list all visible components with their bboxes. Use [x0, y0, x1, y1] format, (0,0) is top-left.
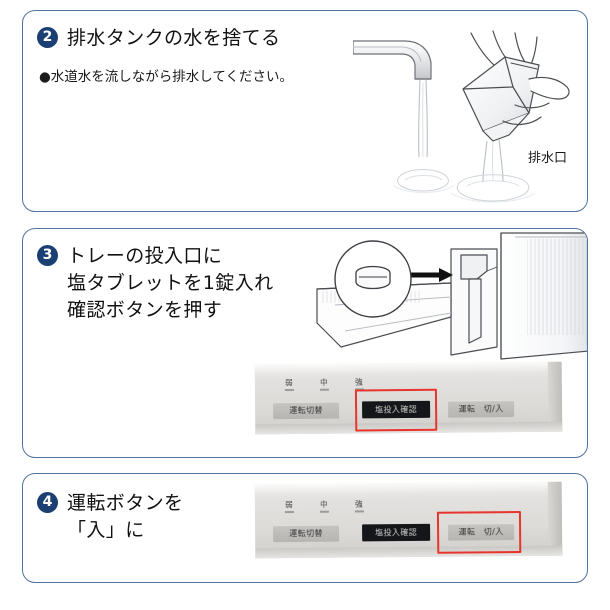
step-3-control-panel-photo: 弱 中 強 運転切替 塩投入確認 運転 切/入 — [254, 361, 563, 435]
faucet-icon — [353, 40, 432, 80]
mode-indicator-strong: 強 — [351, 499, 367, 513]
photo-top-edge — [254, 361, 562, 374]
water-pour-from-tank — [482, 138, 504, 182]
water-splash-left — [392, 169, 455, 193]
step-panel-2: 2 排水タンクの水を捨てる ●水道水を流しながら排水してください。 — [22, 10, 588, 212]
mode-indicator-medium: 中 — [316, 500, 332, 513]
photo-top-edge — [254, 481, 562, 494]
step-4-heading-line-1: 運転ボタンを — [67, 492, 184, 514]
appliance-body — [500, 232, 587, 360]
highlight-box-salt-confirm — [354, 388, 438, 432]
water-splash-right — [450, 174, 536, 203]
step-4-control-panel-photo: 弱 中 強 運転切替 塩投入確認 運転 切/入 — [254, 481, 563, 559]
step-2-badge: 2 — [37, 27, 58, 48]
step-4-mode-indicators: 弱 中 強 — [281, 499, 367, 514]
salt-tablet-inset — [334, 240, 412, 318]
step-3-badge: 3 — [37, 245, 58, 266]
insert-arrow-icon — [405, 268, 453, 282]
step-panel-4: 4 運転ボタンを 「入」に 弱 中 強 — [22, 473, 588, 583]
mode-tick — [354, 510, 364, 513]
photo-right-edge — [547, 481, 563, 556]
mode-indicator-weak: 弱 — [281, 378, 297, 392]
mode-tick — [284, 389, 294, 392]
step-2-note: ●水道水を流しながら排水してください。 — [39, 69, 293, 85]
hands-holding-tank — [462, 30, 570, 142]
step-3-heading-line-3: 確認ボタンを押す — [67, 299, 223, 321]
mode-tick — [319, 510, 329, 513]
step-4-badge: 4 — [37, 492, 58, 513]
mode-tick — [284, 511, 294, 514]
step-3-illustration — [301, 229, 587, 372]
operation-switch-button[interactable]: 運転切替 — [273, 401, 340, 420]
mode-indicator-medium: 中 — [316, 378, 332, 391]
step-2-heading-lines: 排水タンクの水を捨てる — [67, 25, 280, 52]
step-4-heading: 4 運転ボタンを 「入」に — [37, 490, 183, 544]
mode-tick — [319, 388, 329, 391]
step-2-illustration — [353, 17, 587, 207]
tray-slot — [450, 248, 498, 356]
drain-outlet-label: 排水口 — [528, 151, 568, 166]
step-4-heading-line-2: 「入」に — [67, 519, 145, 541]
operation-onoff-button[interactable]: 運転 切/入 — [448, 400, 515, 418]
step-4-heading-lines: 運転ボタンを 「入」に — [67, 490, 183, 544]
step-2-heading-line-1: 排水タンクの水を捨てる — [67, 27, 281, 49]
salt-tablet-icon — [355, 265, 391, 290]
step-3-heading-line-2: 塩タブレットを1錠入れ — [67, 272, 274, 294]
step-3-heading: 3 トレーの投入口に 塩タブレットを1錠入れ 確認ボタンを押す — [37, 243, 274, 324]
salt-confirm-button[interactable]: 塩投入確認 — [362, 523, 431, 542]
step-3-heading-lines: トレーの投入口に 塩タブレットを1錠入れ 確認ボタンを押す — [67, 243, 274, 324]
highlight-box-operation-onoff — [436, 511, 522, 554]
mode-indicator-weak: 弱 — [281, 500, 297, 514]
step-2-heading: 2 排水タンクの水を捨てる — [37, 25, 280, 52]
operation-switch-button[interactable]: 運転切替 — [273, 524, 340, 543]
step-3-heading-line-1: トレーの投入口に — [67, 245, 223, 267]
water-stream — [418, 79, 428, 158]
step-panel-3: 3 トレーの投入口に 塩タブレットを1錠入れ 確認ボタンを押す — [22, 228, 588, 458]
